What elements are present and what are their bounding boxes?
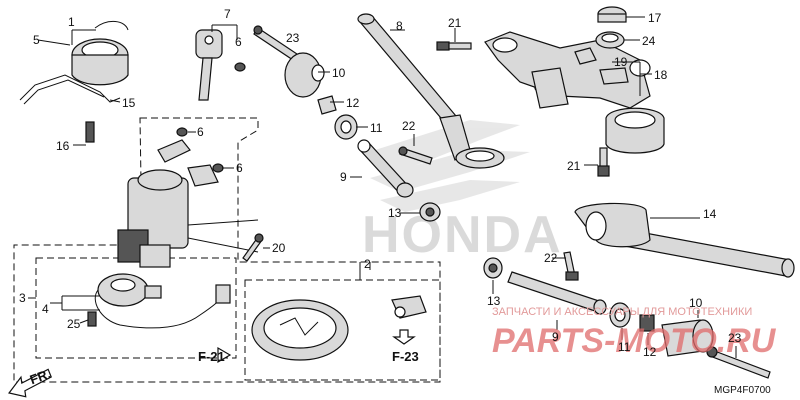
part-main-switch-harness — [28, 273, 231, 329]
part-label: 12 — [346, 96, 360, 110]
reference-f21: F-21 — [198, 349, 225, 364]
part-handle-pipe-right — [552, 202, 795, 281]
part-label: 2 — [364, 257, 371, 271]
part-label: 10 — [689, 296, 703, 310]
part-label: 22 — [544, 251, 558, 265]
part-label: 12 — [643, 345, 657, 359]
front-arrow: FR. — [8, 366, 53, 398]
part-label: 5 — [33, 33, 40, 47]
front-label: FR. — [28, 366, 53, 387]
part-label: 24 — [642, 34, 656, 48]
part-bolt-21-right — [584, 147, 610, 177]
part-weight-left — [350, 139, 441, 222]
part-bolt-21-top — [436, 28, 472, 51]
honda-brand-text: HONDA — [362, 206, 563, 264]
part-label: 1 — [68, 15, 75, 29]
fuel-cap-boundary — [244, 279, 441, 381]
part-label: 14 — [703, 207, 717, 221]
part-label: 16 — [56, 139, 70, 153]
bolt-16 — [85, 121, 95, 143]
diagram-code: MGP4F0700 — [714, 385, 771, 396]
main-switch-boundary — [35, 257, 237, 359]
part-label: 6 — [197, 125, 204, 139]
part-weight-right — [483, 257, 771, 379]
part-labels: 1 5 7 6 23 8 21 17 24 19 18 10 12 15 16 … — [19, 7, 742, 359]
part-label: 9 — [552, 330, 559, 344]
part-label: 6 — [236, 161, 243, 175]
part-label: 3 — [19, 291, 26, 305]
part-label: 22 — [402, 119, 416, 133]
reference-f23: F-23 — [392, 349, 419, 364]
part-label: 11 — [618, 340, 631, 354]
part-label: 9 — [340, 170, 347, 184]
part-label: 8 — [396, 19, 403, 33]
part-label: 13 — [487, 294, 501, 308]
part-label: 7 — [224, 7, 231, 21]
part-caps-17-24 — [595, 6, 645, 49]
ref-f23-label: F-23 — [392, 349, 419, 364]
part-label: 23 — [286, 31, 300, 45]
part-fuel-cap — [217, 262, 427, 364]
part-label: 21 — [448, 16, 462, 30]
part-label: 11 — [370, 121, 383, 135]
ignition-kit-boundary — [13, 117, 441, 383]
shop-watermark: ЗАПЧАСТИ И АКСЕССУАРЫ ДЛЯ МОТОТЕХНИКИ PA… — [492, 306, 777, 360]
part-label: 18 — [654, 68, 668, 82]
part-label: 6 — [235, 35, 242, 49]
honda-watermark: HONDA — [362, 120, 563, 264]
part-label: 13 — [388, 206, 402, 220]
part-label: 15 — [122, 96, 136, 110]
part-label: 4 — [42, 302, 49, 316]
shop-watermark-text: ЗАПЧАСТИ И АКСЕССУАРЫ ДЛЯ МОТОТЕХНИКИ — [492, 306, 752, 318]
part-label: 20 — [272, 241, 286, 255]
part-handle-pipe-left — [357, 13, 505, 169]
part-label: 10 — [332, 66, 346, 80]
part-label: 19 — [614, 55, 628, 69]
ref-f21-label: F-21 — [198, 349, 225, 364]
part-label: 25 — [67, 317, 81, 331]
part-bolt-20 — [242, 233, 270, 262]
part-top-bridge — [484, 31, 665, 154]
part-ignition-switch — [117, 127, 259, 268]
part-label: 17 — [648, 11, 662, 25]
part-holder-assembly — [19, 21, 129, 146]
part-key-blank — [195, 24, 246, 101]
part-label: 23 — [728, 331, 742, 345]
part-screw-and-weight — [253, 25, 368, 140]
site-watermark-text: PARTS-MOTO.RU — [492, 322, 777, 360]
part-label: 21 — [567, 159, 581, 173]
